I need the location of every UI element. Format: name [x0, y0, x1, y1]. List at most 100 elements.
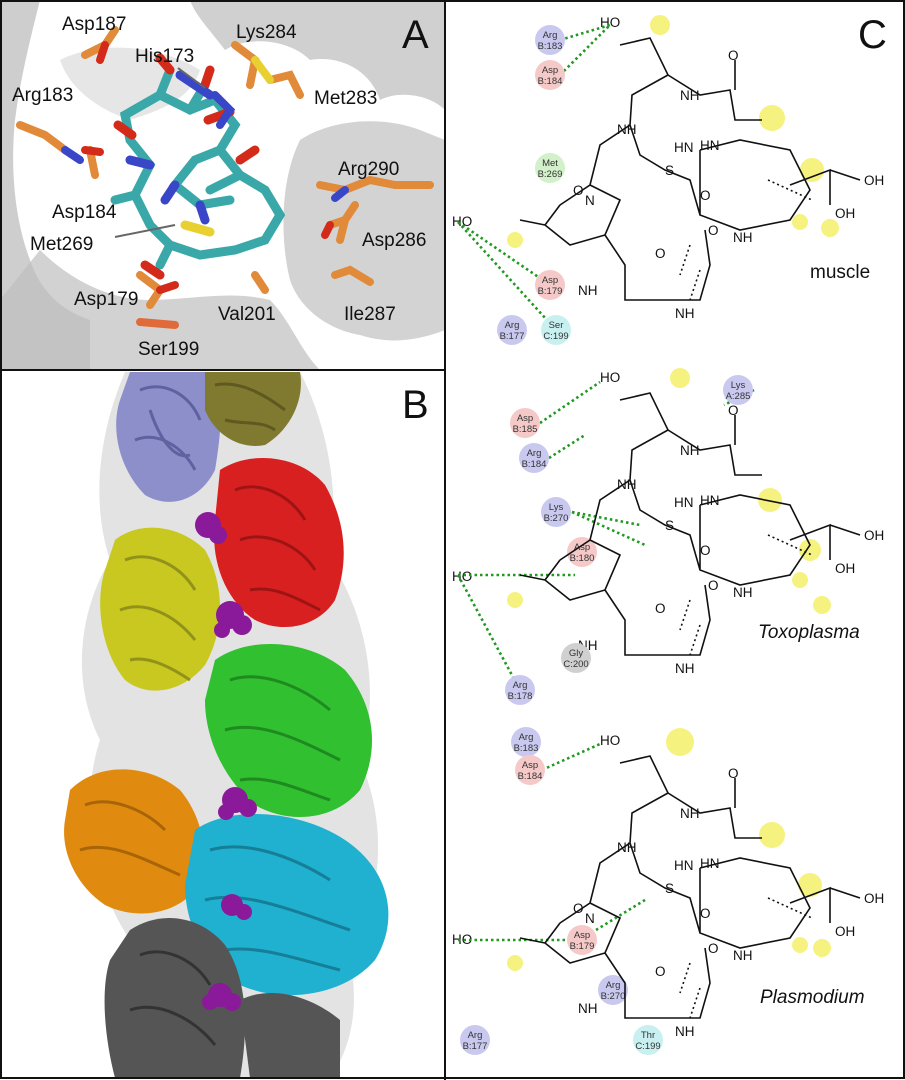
residue-label: Val201 [218, 304, 276, 325]
atom-label: OH [864, 528, 884, 543]
hydrogen-bond [457, 221, 557, 331]
residue-bubble-disc [598, 975, 628, 1005]
pointer-arrows [114, 67, 206, 238]
hydrogen-bond [456, 574, 522, 691]
residue-bubble-position: B:184 [518, 771, 543, 782]
hydrogen-bond [571, 510, 641, 527]
atom-label: HN [674, 495, 694, 510]
residue-bubble-disc [497, 315, 527, 345]
hydrophobic-contact-highlight [670, 368, 690, 388]
hydrogen-bond [457, 220, 551, 287]
hydrogen-bond [559, 23, 611, 42]
atom-label: N [585, 193, 595, 208]
hydrophobic-contact-highlight [813, 939, 831, 957]
residue-bubble-name: Gly [569, 648, 584, 659]
organism-label: Plasmodium [760, 987, 865, 1008]
hydrogen-bond [539, 380, 601, 425]
atom-label: OH [864, 173, 884, 188]
atom-label: OH [835, 561, 855, 576]
residue-label: Met283 [314, 88, 377, 109]
hydrophobic-contact-highlight [792, 572, 808, 588]
actin-subunit-orange [64, 769, 204, 914]
macrocycle-bonds [519, 37, 861, 301]
stereo-bonds [679, 534, 813, 656]
hydrophobic-contact-highlight [759, 822, 785, 848]
residue-label: Asp179 [74, 289, 138, 310]
atom-label: HN [674, 140, 694, 155]
residue-bubble-position: C:199 [635, 1041, 660, 1052]
atom-label: O [708, 941, 719, 956]
hydrophobic-contact-highlight [800, 158, 824, 182]
residue-bubble-name: Lys [731, 380, 746, 391]
residue-bubble-position: B:177 [500, 331, 525, 342]
atom-label: HO [600, 15, 620, 30]
residue-bubble-disc [535, 270, 565, 300]
residue-bubble-name: Arg [505, 320, 520, 331]
atom-label: O [655, 964, 666, 979]
hydrogen-bond [541, 742, 601, 772]
residue-bubble-disc [723, 375, 753, 405]
residue-bubble-name: Arg [606, 980, 621, 991]
organism-label: muscle [810, 262, 870, 283]
residue-bubble-disc [561, 643, 591, 673]
atom-label: O [708, 223, 719, 238]
atom-label: NH [617, 477, 637, 492]
hydrophobic-contact-highlight [799, 539, 821, 561]
residue-bubble-disc [505, 675, 535, 705]
atom-label: O [700, 543, 711, 558]
residue-label: Asp184 [52, 202, 117, 223]
residue-bubble-disc [511, 727, 541, 757]
hydrophobic-contact-highlight [759, 105, 785, 131]
panel-b-label: B [402, 383, 429, 427]
actin-subunit-cyan [185, 813, 389, 996]
hydrophobic-contact-highlight [813, 596, 831, 614]
residue-label: Asp286 [362, 230, 426, 251]
hydrophobic-contact-highlight [507, 955, 523, 971]
hydrogen-bond [548, 433, 586, 460]
residue-bubble-disc [541, 315, 571, 345]
ligand-sticks [110, 53, 286, 280]
atom-label: NH [675, 661, 695, 676]
residue-label: Arg290 [338, 159, 399, 180]
atom-label: O [700, 188, 711, 203]
residue-label: Arg183 [12, 85, 73, 106]
atom-label: HN [674, 858, 694, 873]
residue-bubble-disc [515, 755, 545, 785]
residue-bubble-disc [519, 443, 549, 473]
atom-label: N [585, 911, 595, 926]
atom-label: S [665, 881, 674, 896]
residue-bubble-position: B:179 [570, 941, 595, 952]
residue-bubble-disc [535, 60, 565, 90]
atom-label: OH [835, 924, 855, 939]
residue-bubble-disc [535, 25, 565, 55]
residue-bubble-position: A:285 [726, 391, 751, 402]
hydrophobic-contact-highlight [666, 728, 694, 756]
residue-bubble-disc [535, 153, 565, 183]
residue-bubble-position: B:269 [538, 169, 563, 180]
residue-bubble-name: Asp [542, 275, 558, 286]
bound-ligand-blobs [195, 512, 257, 1011]
residue-bubble-position: B:270 [601, 991, 626, 1002]
hydrophobic-contact-highlight [792, 937, 808, 953]
atom-label: O [573, 183, 584, 198]
atom-label: O [728, 403, 739, 418]
residue-bubble-position: B:183 [514, 743, 539, 754]
panel-a-label: A [402, 13, 429, 57]
stereo-bonds [679, 897, 813, 1019]
residue-label: Ser199 [138, 339, 199, 360]
atom-label: OH [835, 206, 855, 221]
actin-subunit-olive [205, 372, 301, 446]
